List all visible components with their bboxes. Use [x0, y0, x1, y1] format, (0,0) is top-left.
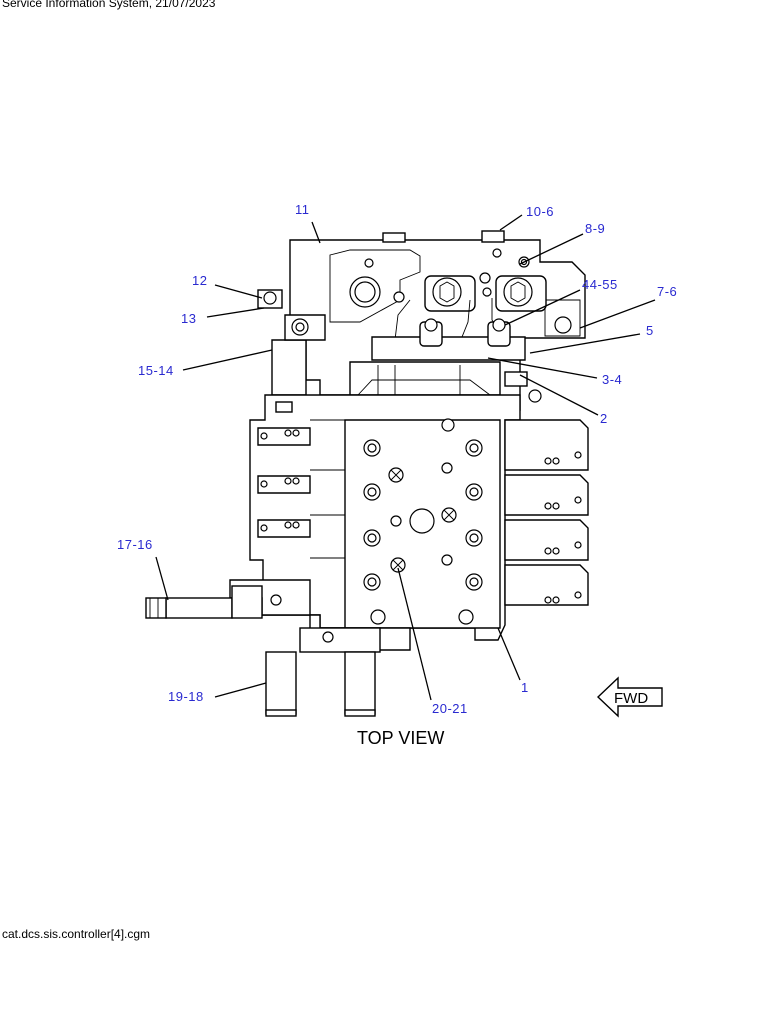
callouts: 11 10-6 8-9 12 13 44-55 7-6 5 15-14 3-4 … [117, 202, 677, 716]
callout-19-18: 19-18 [168, 689, 204, 704]
fwd-label: FWD [614, 690, 648, 707]
callout-2: 2 [600, 411, 608, 426]
footer-text: cat.dcs.sis.controller[4].cgm [2, 927, 151, 941]
callout-10-6: 10-6 [526, 204, 554, 219]
valve-bolts [363, 418, 483, 625]
leader-lines [155, 214, 656, 701]
left-support [271, 314, 326, 396]
callout-8-9: 8-9 [585, 221, 605, 236]
callout-1: 1 [521, 680, 529, 695]
callout-15-14: 15-14 [138, 363, 174, 378]
inlet-block [145, 579, 411, 717]
fwd-arrow: FWD [596, 676, 663, 718]
callout-12: 12 [192, 273, 207, 288]
callout-20-21: 20-21 [432, 701, 468, 716]
callout-3-4: 3-4 [602, 372, 622, 387]
view-title: TOP VIEW [357, 728, 444, 748]
right-spool-fittings [504, 419, 589, 606]
header-text: Service Information System, 21/07/2023 [2, 0, 216, 10]
control-valve-body [249, 379, 589, 641]
callout-44-55: 44-55 [582, 277, 618, 292]
callout-17-16: 17-16 [117, 537, 153, 552]
callout-11: 11 [295, 202, 310, 217]
callout-13: 13 [181, 311, 196, 326]
callout-5: 5 [646, 323, 654, 338]
left-spool-fittings [257, 401, 345, 559]
manifold-plate [349, 318, 542, 403]
callout-7-6: 7-6 [657, 284, 677, 299]
